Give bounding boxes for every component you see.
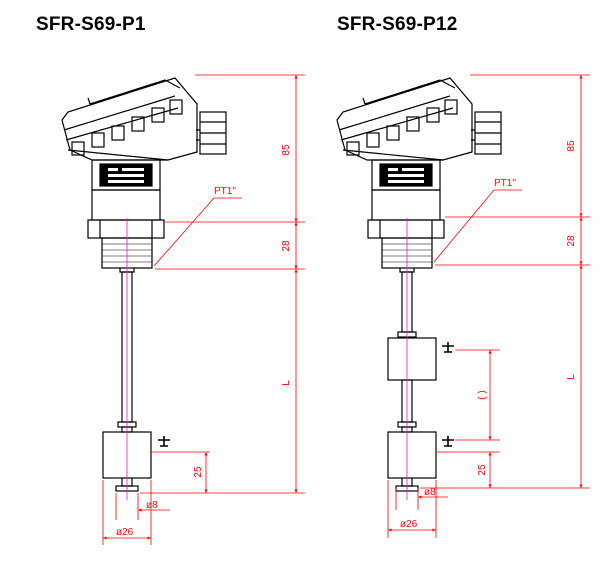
fitting-p1 [87, 219, 165, 273]
dim-head-height-p1: 85 [281, 144, 292, 156]
dim-length-p12: L [566, 374, 577, 380]
float-p1 [102, 426, 170, 492]
thread-label-p12: PT1" [494, 178, 516, 189]
dim-fitting-height-p1: 28 [281, 240, 292, 252]
dim-fitting-height-p12: 28 [566, 235, 577, 247]
dimensions-p1 [102, 74, 305, 545]
upper-float-p12 [387, 337, 454, 381]
fitting-p12 [367, 219, 445, 273]
dimensions-p12 [387, 74, 590, 538]
terminal-head-p1 [61, 77, 227, 161]
dim-length-p1: L [281, 380, 292, 386]
dim-stem-diameter-p1: ø8 [146, 500, 158, 511]
dim-stem-diameter-p12: ø8 [424, 487, 436, 498]
neck-p1 [91, 159, 161, 221]
dim-head-height-p12: 85 [566, 140, 577, 152]
dim-float-diameter-p1: ø26 [116, 527, 134, 538]
sensor-p12 [336, 77, 502, 492]
dim-float-diameter-p12: ø26 [400, 519, 418, 530]
dim-float-gap-p12: ( ) [477, 390, 488, 399]
dim-float-offset-p12: 25 [477, 464, 488, 476]
neck-p12 [371, 159, 441, 221]
terminal-head-p12 [336, 77, 502, 161]
model-title-p1: SFR-S69-P1 [36, 14, 146, 35]
sensor-p1 [61, 77, 227, 492]
lower-float-p12 [387, 426, 454, 492]
model-title-p12: SFR-S69-P12 [337, 14, 458, 35]
dim-float-offset-p1: 25 [193, 466, 204, 478]
thread-label-p1: PT1" [214, 186, 236, 197]
